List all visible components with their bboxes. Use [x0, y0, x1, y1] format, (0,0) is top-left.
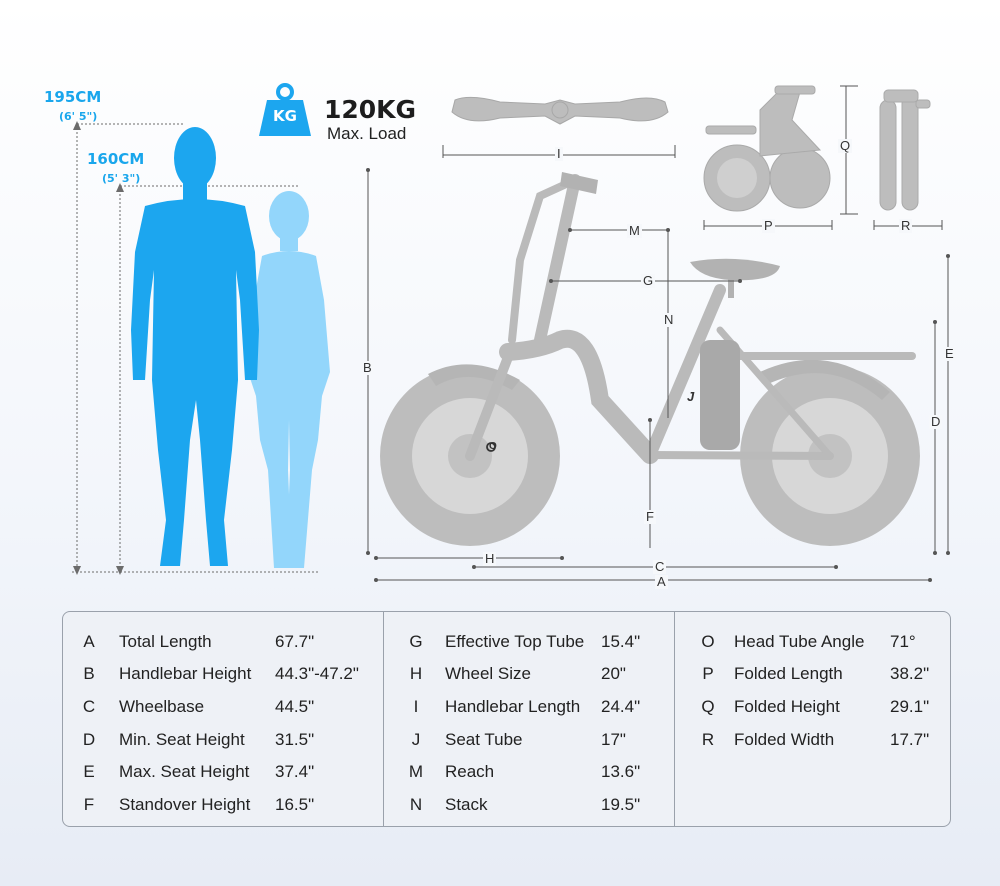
- spec-value: 24.4": [601, 697, 641, 716]
- dim-label-f: F: [644, 509, 656, 524]
- spec-name: Min. Seat Height: [119, 730, 245, 749]
- spec-name: Total Length: [119, 632, 212, 651]
- dim-label-h: H: [483, 551, 497, 566]
- spec-table: A Total Length 67.7" B Handlebar Height …: [62, 611, 951, 827]
- dim-label-j: J: [687, 389, 695, 404]
- handlebar-top-view: [451, 96, 669, 125]
- dim-label-i: I: [555, 146, 563, 161]
- spec-value: 20": [601, 664, 626, 683]
- spec-name: Handlebar Length: [445, 697, 581, 716]
- spec-value: 29.1": [890, 697, 930, 716]
- spec-key: I: [413, 697, 419, 716]
- dim-label-e: E: [943, 346, 956, 361]
- spec-name: Reach: [445, 762, 495, 781]
- spec-key: M: [408, 762, 424, 781]
- spec-key: P: [702, 664, 714, 683]
- spec-name: Wheel Size: [445, 664, 531, 683]
- height-label-tall: 195CM: [44, 88, 102, 106]
- folded-side-view: [703, 85, 831, 212]
- spec-value: 15.4": [601, 632, 641, 651]
- spec-key: N: [409, 795, 423, 814]
- spec-key: Q: [701, 697, 715, 716]
- height-label-short: 160CM: [87, 150, 145, 168]
- spec-name: Folded Width: [734, 730, 835, 749]
- male-figure: [131, 127, 259, 566]
- dim-label-b: B: [361, 360, 374, 375]
- spec-name: Head Tube Angle: [734, 632, 865, 651]
- spec-key: F: [83, 795, 95, 814]
- weight-icon: [259, 83, 311, 136]
- spec-name: Handlebar Height: [119, 664, 252, 683]
- dim-label-m: M: [627, 223, 642, 238]
- spec-key: D: [82, 730, 96, 749]
- spec-value: 31.5": [275, 730, 315, 749]
- spec-value: 16.5": [275, 795, 315, 814]
- dim-label-c: C: [653, 559, 667, 574]
- spec-key: B: [83, 664, 95, 683]
- dim-label-q: Q: [838, 138, 853, 153]
- folded-front-view: [879, 89, 931, 211]
- spec-key: G: [409, 632, 423, 651]
- dim-label-r: R: [899, 218, 913, 233]
- bike-diagram: [366, 85, 950, 582]
- spec-key: O: [701, 632, 715, 651]
- dim-label-n: N: [662, 312, 676, 327]
- spec-value: 17": [601, 730, 626, 749]
- column-divider: [674, 612, 675, 826]
- spec-value: 71°: [890, 632, 916, 651]
- spec-value: 44.5": [275, 697, 315, 716]
- spec-name: Wheelbase: [119, 697, 205, 716]
- spec-value: 17.7": [890, 730, 930, 749]
- spec-name: Standover Height: [119, 795, 251, 814]
- spec-value: 19.5": [601, 795, 641, 814]
- dim-label-d: D: [929, 414, 943, 429]
- people-illustration: [72, 121, 330, 575]
- height-label-tall-ft: (6' 5"): [59, 110, 98, 123]
- spec-key: R: [701, 730, 715, 749]
- spec-name: Stack: [445, 795, 488, 814]
- spec-value: 44.3"-47.2": [275, 664, 359, 683]
- dim-label-a: A: [655, 574, 668, 589]
- max-load-value: 120KG: [324, 95, 417, 124]
- spec-value: 13.6": [601, 762, 641, 781]
- spec-value: 37.4": [275, 762, 315, 781]
- spec-value: 67.7": [275, 632, 315, 651]
- spec-key: J: [411, 730, 421, 749]
- spec-name: Max. Seat Height: [119, 762, 250, 781]
- spec-name: Folded Height: [734, 697, 840, 716]
- max-load-label: Max. Load: [327, 124, 407, 143]
- spec-key: H: [409, 664, 423, 683]
- spec-name: Seat Tube: [445, 730, 523, 749]
- spec-value: 38.2": [890, 664, 930, 683]
- weight-badge-text: KG: [273, 107, 297, 125]
- dim-label-g: G: [641, 273, 656, 288]
- spec-key: E: [83, 762, 95, 781]
- spec-key: C: [82, 697, 96, 716]
- female-figure: [248, 191, 330, 568]
- spec-key: A: [83, 632, 95, 651]
- dim-label-p: P: [762, 218, 775, 233]
- spec-name: Effective Top Tube: [445, 632, 585, 651]
- column-divider: [383, 612, 384, 826]
- height-label-short-ft: (5' 3"): [102, 172, 141, 185]
- dim-label-o: O: [489, 441, 497, 452]
- spec-name: Folded Length: [734, 664, 843, 683]
